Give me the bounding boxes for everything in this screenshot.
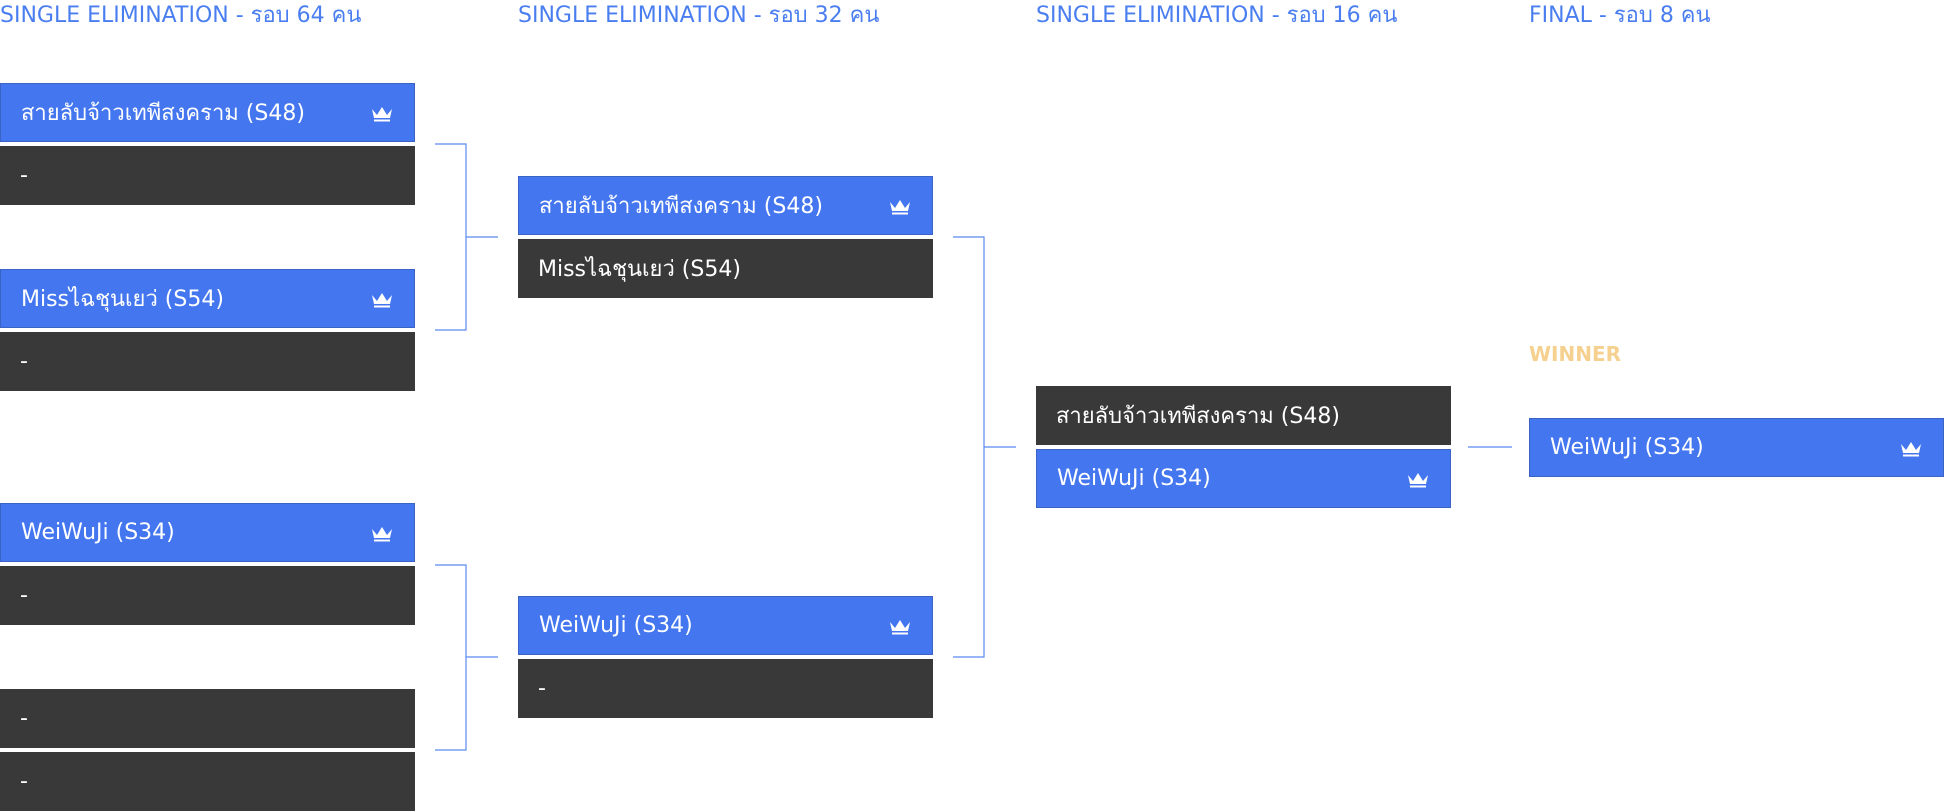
winner-label: WINNER [1529,342,1622,366]
match-slot[interactable]: - [0,752,415,811]
match-slot[interactable]: WeiWuJi (S34) [1036,449,1451,508]
player-name: WeiWuJi (S34) [539,613,693,638]
match-slot[interactable]: Missไฉชุนเยว่ (S54) [0,269,415,328]
player-name: WeiWuJi (S34) [1057,466,1211,491]
player-name: สายลับจ้าวเทพีสงคราม (S48) [21,101,305,126]
player-name: - [538,676,546,701]
crown-icon [372,526,392,541]
final-round-title: FINAL - รอบ 8 คน [1529,3,1711,28]
match-slot[interactable]: - [0,689,415,748]
match-slot[interactable]: สายลับจ้าวเทพีสงคราม (S48) [518,176,933,235]
match-slot[interactable]: WeiWuJi (S34) [518,596,933,655]
player-name: Missไฉชุนเยว่ (S54) [538,257,741,282]
round-16-title: SINGLE ELIMINATION - รอบ 16 คน [1036,3,1398,28]
player-name: - [20,706,28,731]
player-name: สายลับจ้าวเทพีสงคราม (S48) [1056,404,1340,429]
round-64-title: SINGLE ELIMINATION - รอบ 64 คน [0,3,362,28]
player-name: - [20,349,28,374]
player-name: Missไฉชุนเยว่ (S54) [21,287,224,312]
crown-icon [372,106,392,121]
match-slot[interactable]: สายลับจ้าวเทพีสงคราม (S48) [1036,386,1451,445]
match-slot[interactable]: สายลับจ้าวเทพีสงคราม (S48) [0,83,415,142]
match-slot[interactable]: - [0,332,415,391]
crown-icon [1901,441,1921,456]
connector-r64-group1 [435,143,498,331]
player-name: - [20,163,28,188]
match-slot[interactable]: - [0,146,415,205]
crown-icon [890,199,910,214]
player-name: WeiWuJi (S34) [21,520,175,545]
player-name: - [20,769,28,794]
player-name: - [20,583,28,608]
player-name: WeiWuJi (S34) [1550,435,1704,460]
final-winner-slot[interactable]: WeiWuJi (S34) [1529,418,1944,477]
connector-r64-group2 [435,564,498,751]
match-slot[interactable]: - [518,659,933,718]
player-name: สายลับจ้าวเทพีสงคราม (S48) [539,194,823,219]
crown-icon [1408,472,1428,487]
crown-icon [372,292,392,307]
crown-icon [890,619,910,634]
match-slot[interactable]: Missไฉชุนเยว่ (S54) [518,239,933,298]
match-slot[interactable]: WeiWuJi (S34) [0,503,415,562]
match-slot[interactable]: - [0,566,415,625]
round-32-title: SINGLE ELIMINATION - รอบ 32 คน [518,3,880,28]
connector-r32 [953,236,1016,658]
